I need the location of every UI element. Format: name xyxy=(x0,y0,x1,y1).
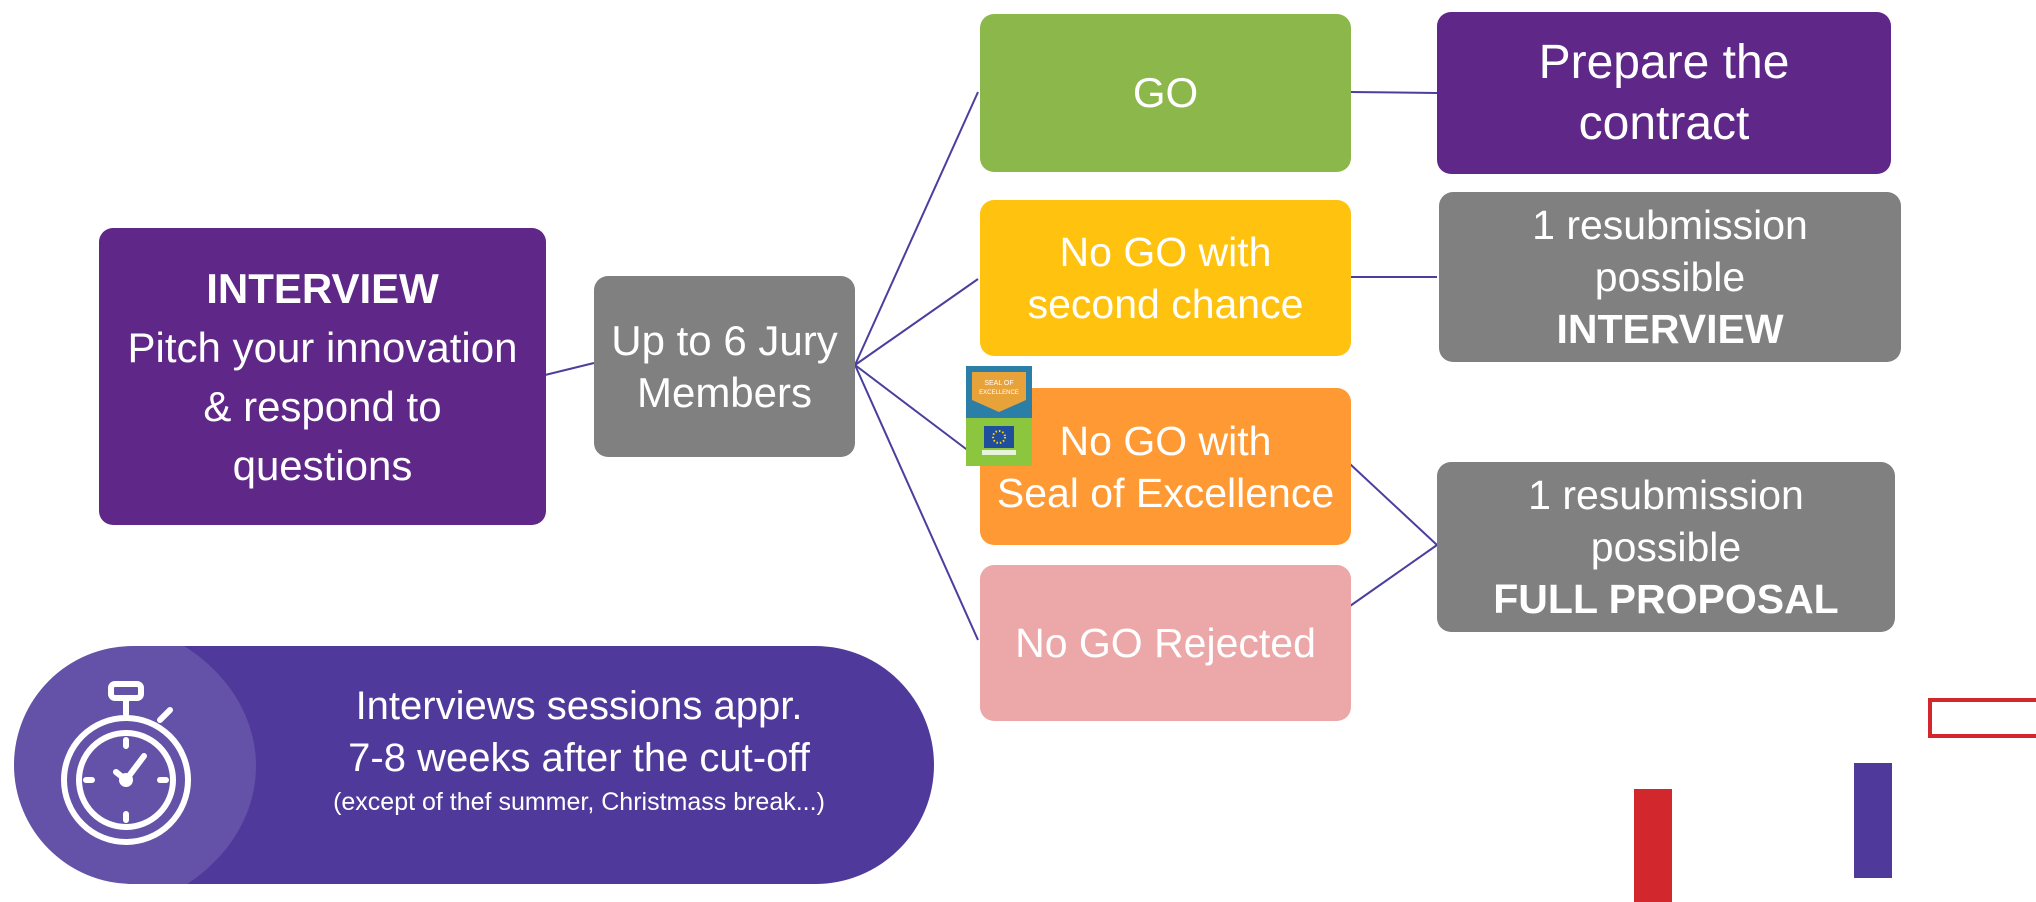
resub-full-line-1: 1 resubmission xyxy=(1528,472,1804,518)
jury-line-1: Up to 6 Jury xyxy=(611,316,838,364)
connector-rejected-resub xyxy=(1349,544,1438,607)
stopwatch-icon xyxy=(56,676,196,846)
contract-box: Prepare the contract xyxy=(1437,12,1891,174)
banner-line-2: 7-8 weeks after the cut-off xyxy=(348,736,810,780)
contract-line-1: Prepare the xyxy=(1538,36,1790,89)
go-box: GO xyxy=(980,14,1351,172)
second-chance-box: No GO with second chance xyxy=(980,200,1351,356)
resub-full-box: 1 resubmission possible FULL PROPOSAL xyxy=(1437,462,1895,632)
seal-line-2: Seal of Excellence xyxy=(996,469,1335,516)
resub-interview-line-1: 1 resubmission xyxy=(1532,202,1808,248)
resub-full-line-2: possible xyxy=(1590,524,1742,570)
connector-jury-go xyxy=(854,91,979,366)
interview-line-2: & respond to xyxy=(203,382,442,430)
connector-go-contract xyxy=(1349,91,1438,94)
jury-line-2: Members xyxy=(636,368,813,416)
banner-note: (except of thef summer, Christmass break… xyxy=(333,788,825,816)
resub-interview-line-2: possible xyxy=(1594,254,1746,300)
second-chance-line-2: second chance xyxy=(1027,281,1304,327)
jury-box: Up to 6 Jury Members xyxy=(594,276,855,457)
contract-line-2: contract xyxy=(1578,97,1750,150)
rejected-box: No GO Rejected xyxy=(980,565,1351,721)
connector-jury-seal xyxy=(854,364,979,459)
go-label: GO xyxy=(1132,69,1199,116)
decorative-red-bar xyxy=(1634,789,1672,902)
decorative-purple-bar xyxy=(1854,763,1892,878)
interview-line-1: Pitch your innovation xyxy=(127,323,518,371)
seal-of-excellence-badge: SEAL OF EXCELLENCE xyxy=(966,366,1032,466)
interview-timing-banner: Interviews sessions appr. 7-8 weeks afte… xyxy=(14,646,934,884)
connector-interview-jury xyxy=(544,362,595,376)
second-chance-line-1: No GO with xyxy=(1059,229,1272,275)
interview-box: INTERVIEW Pitch your innovation & respon… xyxy=(99,228,546,525)
resub-interview-box: 1 resubmission possible INTERVIEW xyxy=(1439,192,1901,362)
connector-jury-rejected xyxy=(854,364,979,641)
resub-interview-line-3: INTERVIEW xyxy=(1556,306,1784,352)
rejected-label: No GO Rejected xyxy=(1015,619,1316,666)
resub-full-line-3: FULL PROPOSAL xyxy=(1493,576,1839,622)
svg-text:EXCELLENCE: EXCELLENCE xyxy=(979,390,1019,396)
banner-line-1: Interviews sessions appr. xyxy=(355,684,803,728)
seal-line-1: No GO with xyxy=(1059,417,1272,464)
connector-seal-resub xyxy=(1349,463,1438,546)
connector-jury-second-chance xyxy=(854,278,979,366)
svg-text:SEAL OF: SEAL OF xyxy=(984,380,1013,387)
decorative-red-outline-bar xyxy=(1928,698,2036,738)
interview-title: INTERVIEW xyxy=(206,264,439,312)
interview-line-3: questions xyxy=(232,441,413,489)
seal-box: No GO with Seal of Excellence xyxy=(980,388,1351,545)
banner-text: Interviews sessions appr. 7-8 weeks afte… xyxy=(284,680,874,820)
